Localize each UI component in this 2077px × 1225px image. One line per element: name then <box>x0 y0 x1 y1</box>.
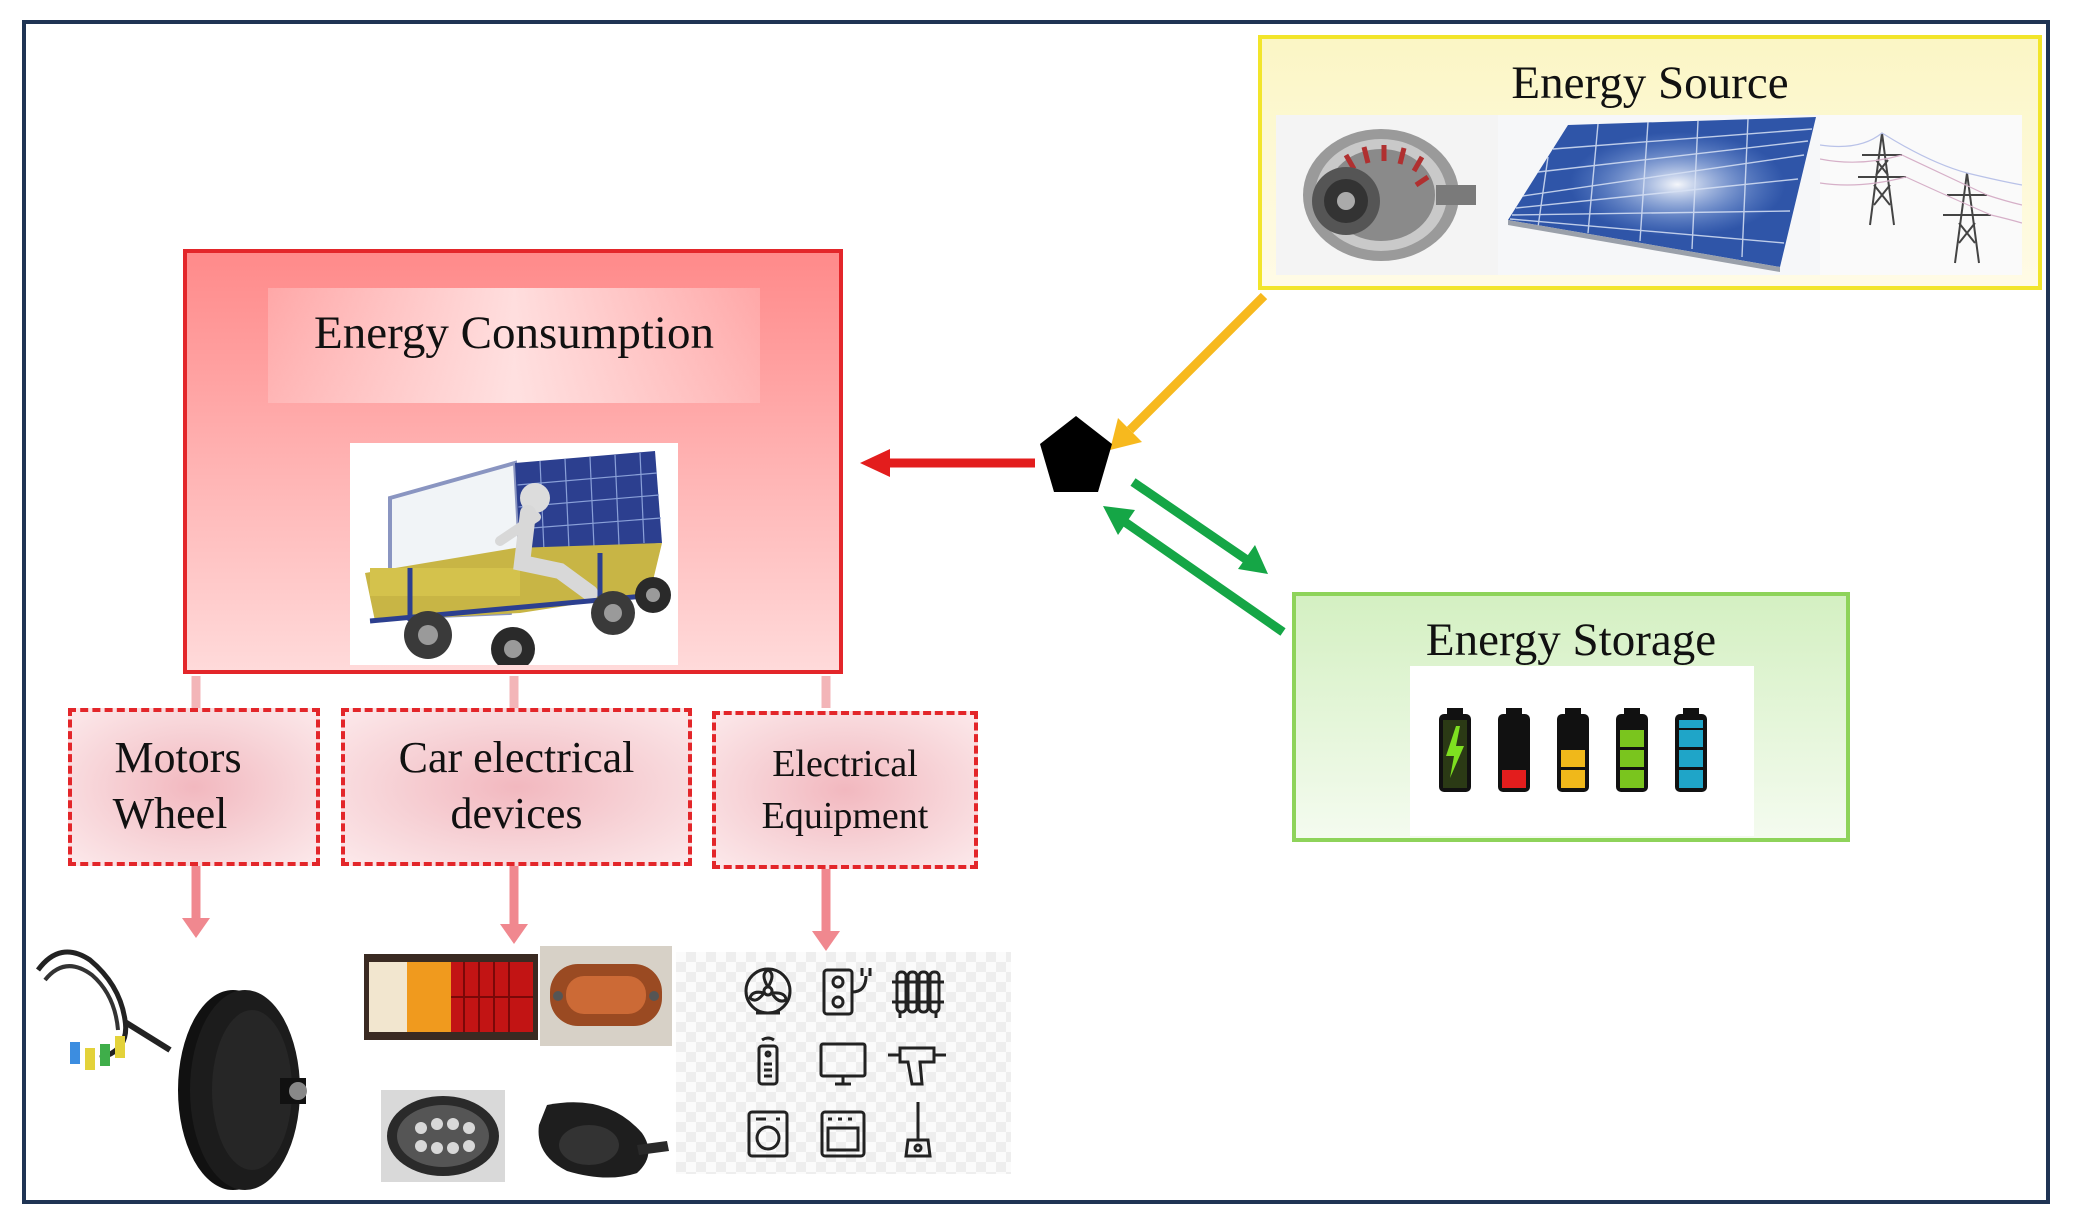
electric-vehicle-icon <box>350 443 678 665</box>
motors-wheel-line-1: Motors <box>114 733 242 782</box>
electrical-equipment-label: Electrical Equipment <box>712 738 978 842</box>
tail-light-icon <box>364 954 538 1040</box>
headlight-icon <box>381 1090 505 1182</box>
motors-wheel-box <box>68 708 320 866</box>
remote-icon <box>757 1036 779 1086</box>
hub-motor-icon <box>35 949 307 1190</box>
motors-wheel-label: Motors Wheel <box>68 730 288 842</box>
energy-storage-title: Energy Storage <box>1425 614 1717 666</box>
power-line-tower-icon <box>1820 115 2022 275</box>
car-electrical-devices-box <box>341 708 692 866</box>
battery-high <box>1616 708 1648 792</box>
electrical-equipment-line-2: Equipment <box>761 795 929 837</box>
horn-icon <box>517 1085 675 1185</box>
radiator-icon <box>892 970 944 1018</box>
fan-icon <box>744 967 792 1015</box>
battery-full <box>1675 708 1707 792</box>
electrical-equipment-box <box>712 711 978 869</box>
electrical-equipment-line-1: Electrical <box>772 743 918 785</box>
solar-panel-icon <box>1498 115 1820 275</box>
outlet-icon <box>822 968 872 1016</box>
vacuum-icon <box>904 1102 932 1158</box>
tv-icon <box>819 1042 867 1086</box>
vehicle-wheels <box>404 577 671 665</box>
oven-icon <box>820 1110 866 1158</box>
battery-charging <box>1439 708 1471 792</box>
battery-medium <box>1557 708 1589 792</box>
energy-source-title: Energy Source <box>1511 57 1789 109</box>
battery-low <box>1498 708 1530 792</box>
car-electrical-devices-line-2: devices <box>450 789 583 838</box>
car-electrical-devices-label: Car electrical devices <box>341 730 692 842</box>
alternator-icon <box>1276 115 1498 275</box>
marker-light-icon <box>540 946 672 1046</box>
energy-consumption-title-panel <box>268 288 760 403</box>
drill-icon <box>888 1046 946 1086</box>
energy-consumption-title: Energy Consumption <box>314 307 714 359</box>
battery-icon <box>1410 666 1754 836</box>
electrical-equipment-icons <box>744 967 946 1158</box>
electrical-equipment-icon-grid <box>676 952 1011 1174</box>
washer-icon <box>747 1110 789 1158</box>
motors-wheel-line-2: Wheel <box>112 789 228 838</box>
car-electrical-devices-line-1: Car electrical <box>398 733 635 782</box>
